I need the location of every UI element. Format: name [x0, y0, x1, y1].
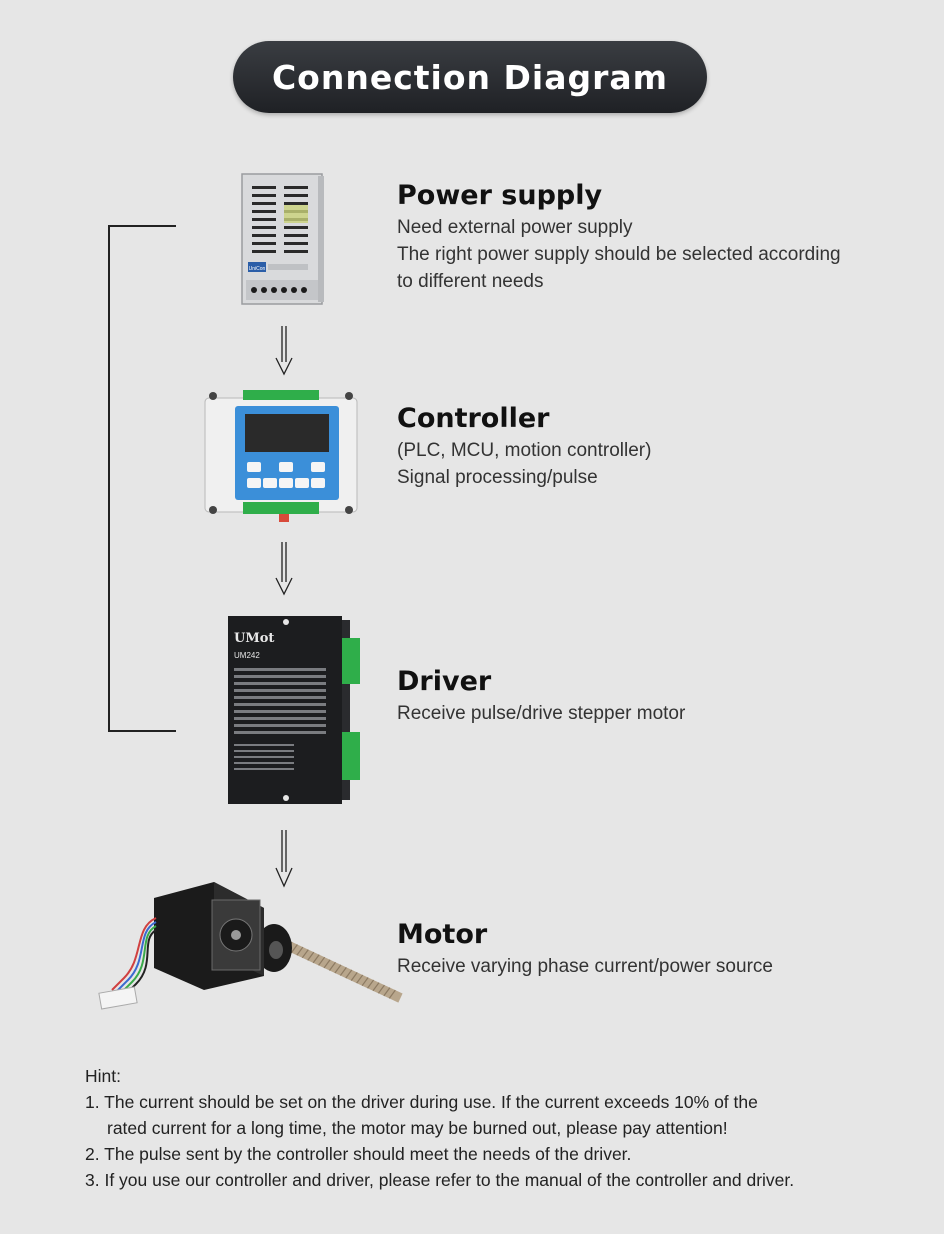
driver-brand: UMot — [234, 631, 274, 646]
stage-desc-line: Receive pulse/drive stepper motor — [397, 703, 686, 724]
controller-image — [204, 390, 358, 522]
stage-desc-motor: Receive varying phase current/power sour… — [397, 953, 773, 980]
hint-block: Hint: 1. The current should be set on th… — [85, 1063, 794, 1193]
stage-desc-driver: Receive pulse/drive stepper motor — [397, 700, 685, 727]
stage-desc-controller: (PLC, MCU, motion controller) Signal pro… — [397, 437, 651, 491]
arrow-down-icon — [275, 542, 293, 596]
stage-desc-power-supply: Need external power supply The right pow… — [397, 214, 841, 295]
stage-title-driver: Driver — [397, 666, 492, 697]
arrow-down-icon — [275, 326, 293, 376]
stage-desc-line: Receive varying phase current/power sour… — [397, 956, 773, 977]
stage-desc-line: Signal processing/pulse — [397, 467, 598, 488]
power-supply-image: UniCon — [241, 173, 324, 305]
hint-label: Hint: — [85, 1066, 121, 1086]
hint-item: 3. If you use our controller and driver,… — [85, 1170, 795, 1190]
arrow-down-icon — [275, 830, 293, 888]
page-title: Connection Diagram — [271, 57, 669, 97]
hint-item: 1. The current should be set on the driv… — [85, 1092, 758, 1112]
stage-title-power-supply: Power supply — [397, 180, 603, 211]
connection-bracket — [108, 225, 176, 732]
motor-image — [98, 882, 403, 1010]
hint-item: rated current for a long time, the motor… — [107, 1118, 728, 1138]
stage-desc-line: to different needs — [397, 271, 544, 292]
hint-item: 2. The pulse sent by the controller shou… — [85, 1144, 632, 1164]
driver-model: UM242 — [234, 651, 260, 660]
stage-desc-line: (PLC, MCU, motion controller) — [397, 440, 652, 461]
stage-desc-line: Need external power supply — [397, 217, 633, 238]
stage-title-motor: Motor — [397, 919, 488, 950]
driver-image: UMot UM242 — [228, 616, 360, 804]
title-banner: Connection Diagram — [233, 41, 707, 113]
stage-desc-line: The right power supply should be selecte… — [397, 244, 841, 265]
power-supply-brand: UniCon — [249, 266, 266, 272]
stage-title-controller: Controller — [397, 403, 550, 434]
